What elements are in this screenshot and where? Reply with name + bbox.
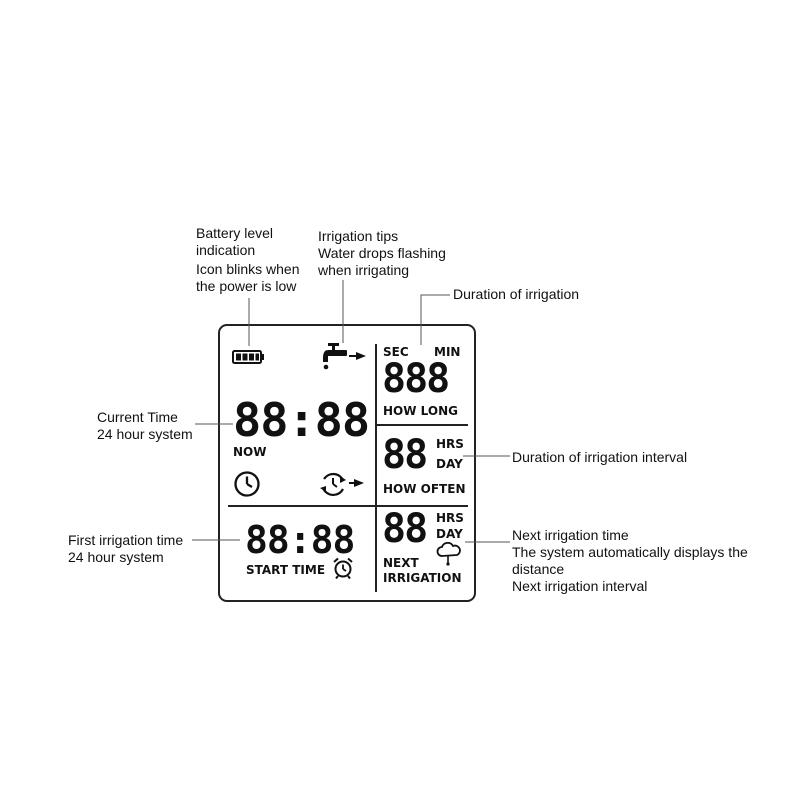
next-time-line-3: distance — [512, 561, 565, 577]
next-hrs-label: HRS — [436, 511, 464, 525]
horizontal-divider-left — [228, 505, 375, 507]
duration-callout-line-1: Duration of irrigation — [453, 286, 580, 302]
battery-callout-line-2: indication — [196, 242, 256, 258]
irrigation-label: IRRIGATION — [383, 571, 462, 585]
first-time-callout: First irrigation time 24 hour system — [68, 532, 183, 566]
now-label: NOW — [233, 445, 267, 459]
current-time-line-2: 24 hour system — [97, 426, 193, 442]
min-label: MIN — [434, 345, 461, 359]
next-time-line-4: Next irrigation interval — [512, 578, 648, 594]
lcd-panel — [218, 324, 476, 602]
clock-icon — [234, 471, 260, 497]
sec-label: SEC — [383, 345, 409, 359]
next-irrigation-digits: 88 — [382, 506, 428, 552]
irrigation-tips-line-1: Irrigation tips — [318, 228, 399, 244]
battery-callout: Battery level indication Icon blinks whe… — [196, 225, 300, 295]
current-time-line-1: Current Time — [97, 409, 178, 425]
alarm-clock-icon — [333, 557, 353, 579]
next-label: NEXT — [383, 556, 419, 570]
current-time-callout: Current Time 24 hour system — [97, 409, 193, 443]
faucet-icon — [323, 343, 366, 370]
irrigation-tips-callout: Irrigation tips Water drops flashing whe… — [318, 228, 446, 279]
first-time-line-1: First irrigation time — [68, 532, 184, 548]
battery-callout-line-3: Icon blinks when — [196, 261, 300, 277]
battery-callout-line-4: the power is low — [196, 278, 297, 294]
next-day-label: DAY — [436, 527, 463, 541]
cycle-clock-icon — [320, 472, 364, 497]
first-time-line-2: 24 hour system — [68, 549, 164, 565]
how-often-digits: 88 — [382, 432, 428, 478]
how-often-day-label: DAY — [436, 457, 463, 471]
how-long-digits: 888 — [382, 356, 450, 402]
interval-callout: Duration of irrigation interval — [512, 449, 687, 466]
next-time-callout: Next irrigation time The system automati… — [512, 527, 748, 595]
next-time-line-2: The system automatically displays the — [512, 544, 748, 560]
next-time-line-1: Next irrigation time — [512, 527, 629, 543]
vertical-divider — [375, 344, 377, 592]
irrigation-tips-line-3: when irrigating — [318, 262, 410, 278]
horizontal-divider-right-bottom — [376, 505, 468, 507]
irrigation-tips-line-2: Water drops flashing — [318, 245, 446, 261]
battery-icon — [232, 350, 264, 364]
interval-callout-line-1: Duration of irrigation interval — [512, 449, 688, 465]
horizontal-divider-right-top — [376, 424, 468, 426]
how-often-label: HOW OFTEN — [383, 482, 466, 496]
duration-callout: Duration of irrigation — [453, 286, 579, 303]
how-long-label: HOW LONG — [383, 404, 458, 418]
rain-cloud-icon — [436, 542, 461, 566]
start-time-label: START TIME — [246, 563, 326, 577]
battery-callout-line-1: Battery level — [196, 225, 274, 241]
how-often-hrs-label: HRS — [436, 437, 464, 451]
start-time-digits: 88:88 — [245, 518, 355, 562]
current-time-digits: 88:88 — [233, 393, 370, 447]
